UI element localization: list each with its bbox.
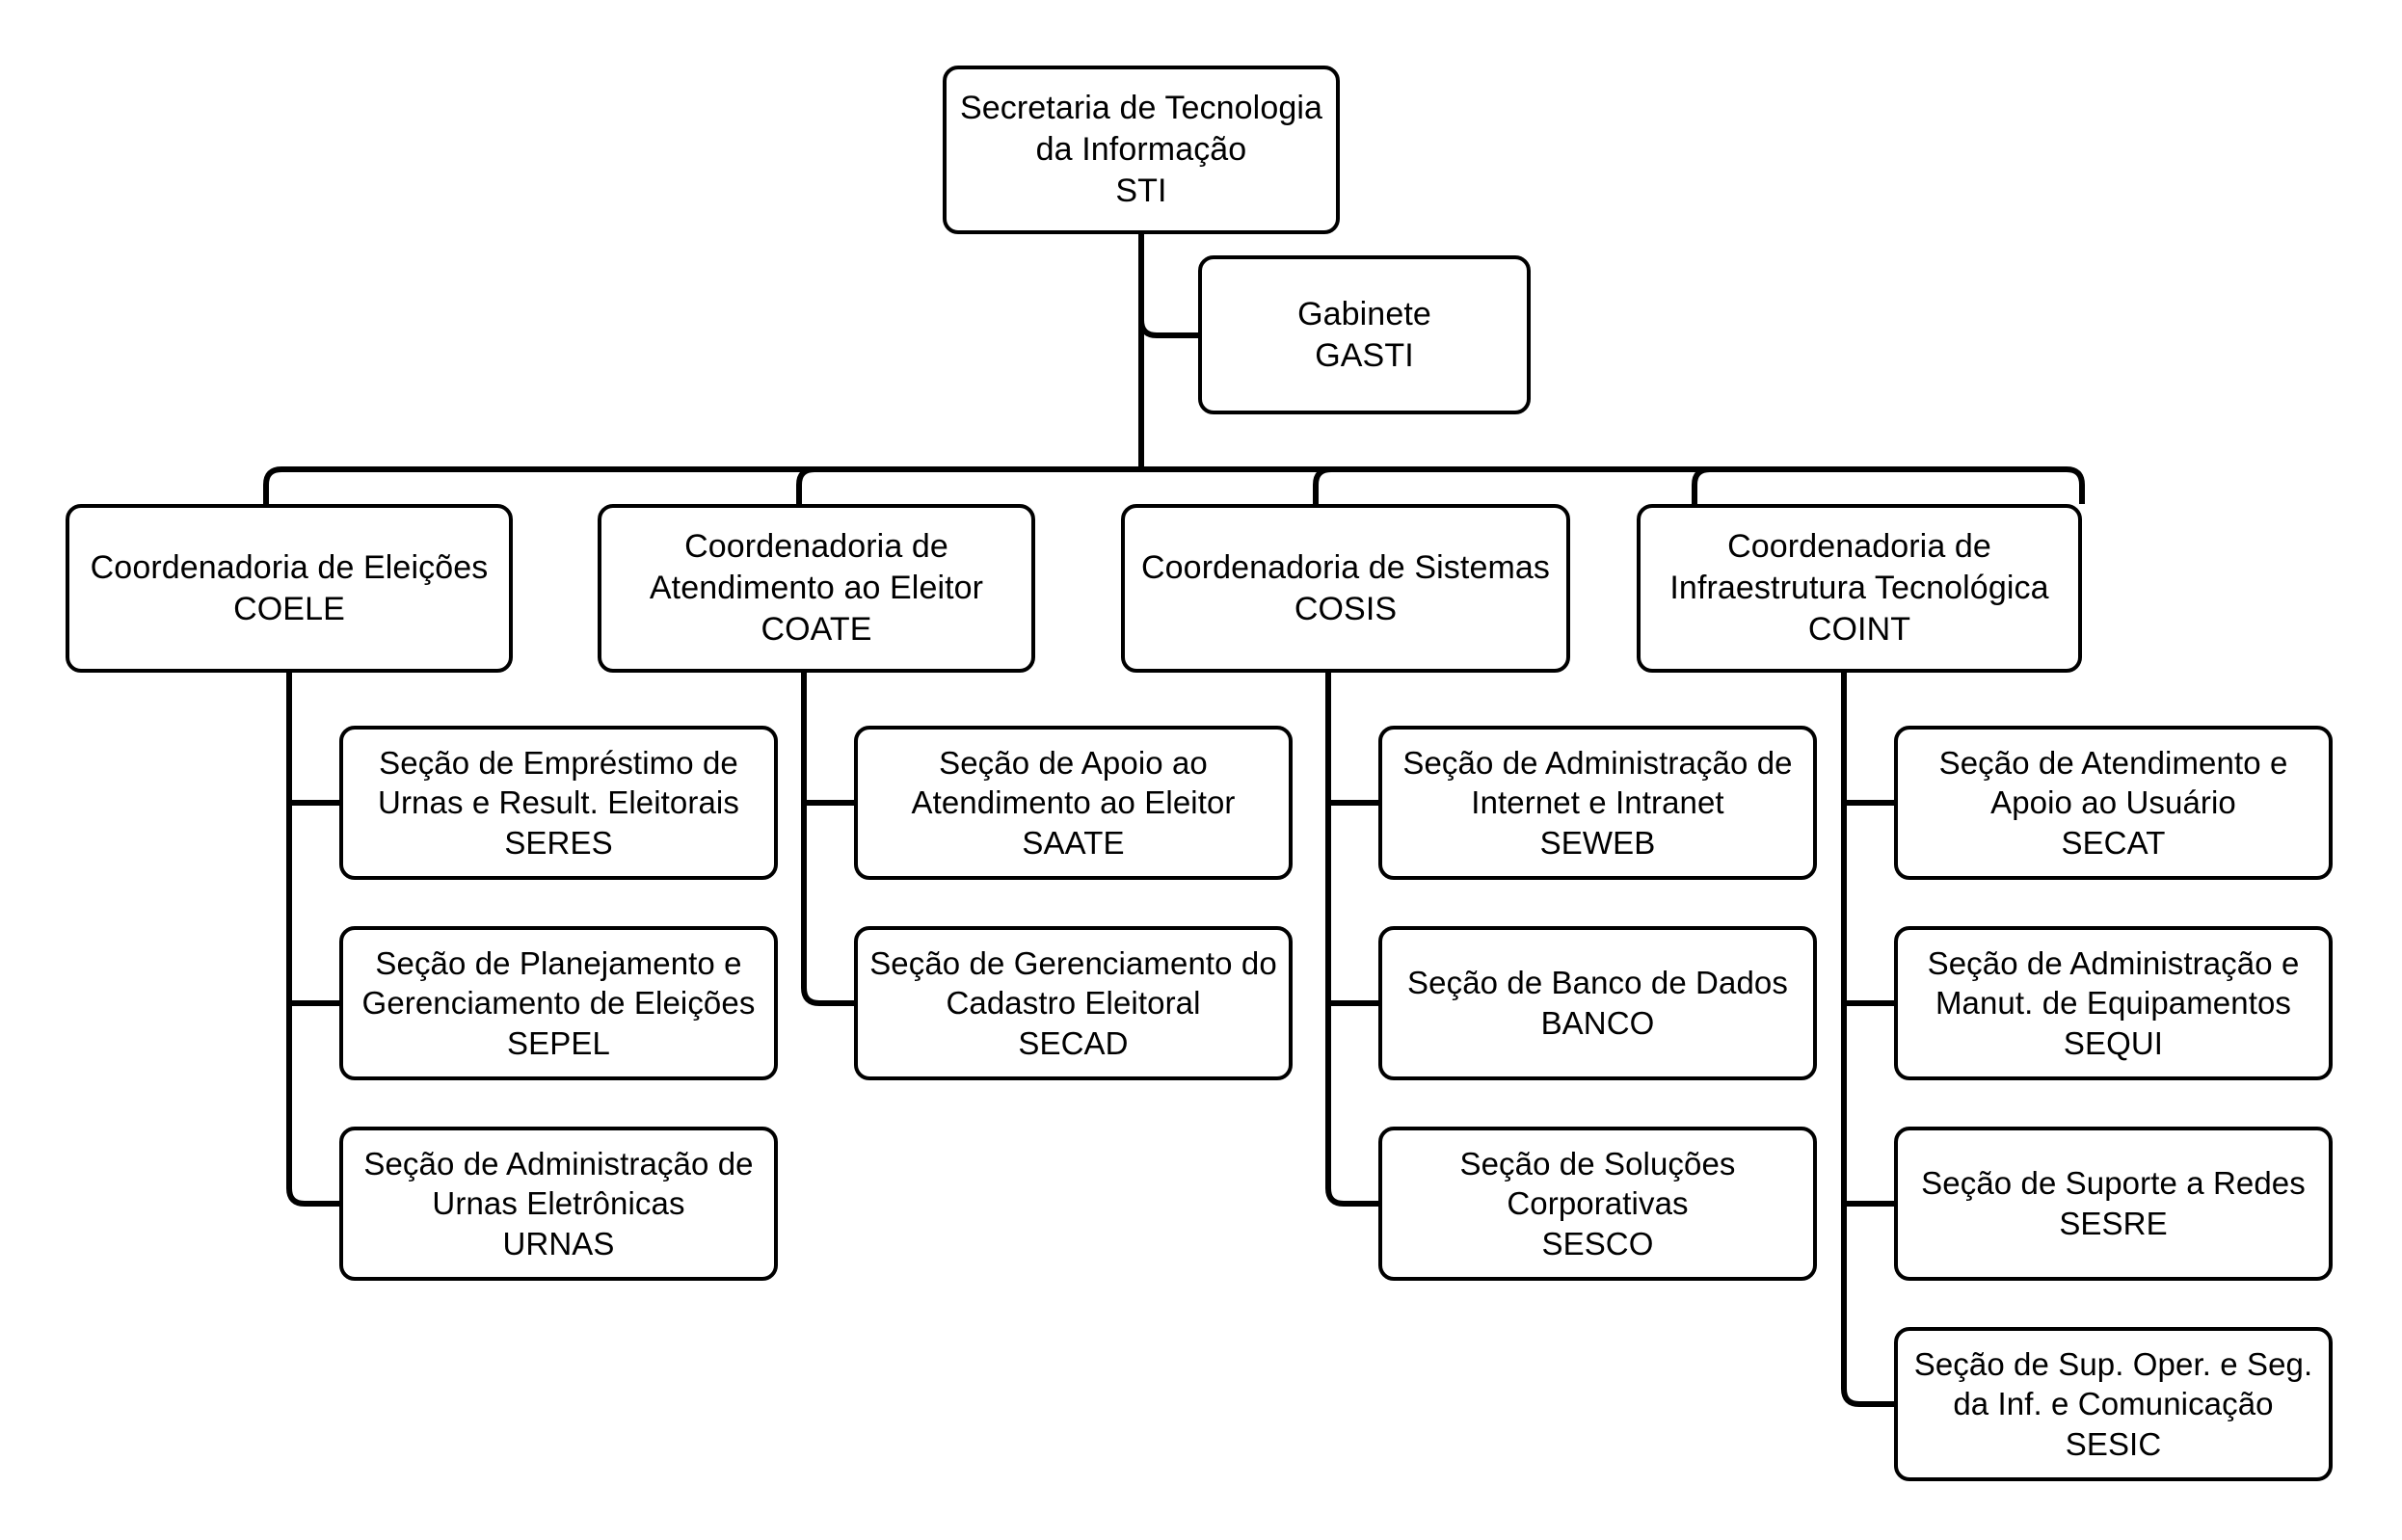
node-sesco[interactable]: Seção de Soluções Corporativas SESCO bbox=[1378, 1127, 1817, 1281]
node-sesre[interactable]: Seção de Suporte a Redes SESRE bbox=[1894, 1127, 2333, 1281]
node-sequi[interactable]: Seção de Administração e Manut. de Equip… bbox=[1894, 926, 2333, 1080]
node-gasti[interactable]: Gabinete GASTI bbox=[1198, 255, 1531, 414]
node-coele-label: Coordenadoria de Eleições COELE bbox=[90, 548, 489, 627]
node-sequi-label: Seção de Administração e Manut. de Equip… bbox=[1927, 944, 2300, 1061]
edge-coele-urnas bbox=[286, 1187, 339, 1207]
edge-coate-secad bbox=[801, 987, 854, 1006]
node-coate-label: Coordenadoria de Atendimento ao Eleitor … bbox=[649, 528, 984, 648]
node-sesic-label: Seção de Sup. Oper. e Seg. da Inf. e Com… bbox=[1913, 1345, 2313, 1462]
node-saate[interactable]: Seção de Apoio ao Atendimento ao Eleitor… bbox=[854, 726, 1293, 880]
node-banco[interactable]: Seção de Banco de Dados BANCO bbox=[1378, 926, 1817, 1080]
edge-sti-coele bbox=[263, 466, 282, 504]
edge-cosis-sesco bbox=[1325, 1187, 1378, 1207]
edge-coint-drop bbox=[1692, 466, 1711, 504]
node-seweb[interactable]: Seção de Administração de Internet e Int… bbox=[1378, 726, 1817, 880]
node-coele[interactable]: Coordenadoria de Eleições COELE bbox=[66, 504, 513, 673]
node-sesic[interactable]: Seção de Sup. Oper. e Seg. da Inf. e Com… bbox=[1894, 1327, 2333, 1481]
node-sepel-label: Seção de Planejamento e Gerenciamento de… bbox=[361, 944, 756, 1061]
node-sesco-label: Seção de Soluções Corporativas SESCO bbox=[1459, 1145, 1736, 1261]
node-secat-label: Seção de Atendimento e Apoio ao Usuário … bbox=[1938, 744, 2288, 861]
node-urnas[interactable]: Seção de Administração de Urnas Eletrôni… bbox=[339, 1127, 778, 1281]
node-cosis[interactable]: Coordenadoria de Sistemas COSIS bbox=[1121, 504, 1570, 673]
node-cosis-label: Coordenadoria de Sistemas COSIS bbox=[1141, 548, 1550, 627]
edge-sti-coint bbox=[2066, 466, 2085, 504]
node-seres-label: Seção de Empréstimo de Urnas e Result. E… bbox=[378, 744, 739, 861]
node-coint[interactable]: Coordenadoria de Infraestrutura Tecnológ… bbox=[1637, 504, 2082, 673]
node-seres[interactable]: Seção de Empréstimo de Urnas e Result. E… bbox=[339, 726, 778, 880]
edge-coint-sesic bbox=[1841, 1388, 1894, 1407]
node-secad-label: Seção de Gerenciamento do Cadastro Eleit… bbox=[869, 944, 1277, 1061]
node-saate-label: Seção de Apoio ao Atendimento ao Eleitor… bbox=[911, 744, 1236, 861]
node-sti-label: Secretaria de Tecnologia da Informação S… bbox=[959, 90, 1323, 209]
node-sepel[interactable]: Seção de Planejamento e Gerenciamento de… bbox=[339, 926, 778, 1080]
node-sesre-label: Seção de Suporte a Redes SESRE bbox=[1921, 1165, 2306, 1241]
node-coate[interactable]: Coordenadoria de Atendimento ao Eleitor … bbox=[598, 504, 1035, 673]
node-secad[interactable]: Seção de Gerenciamento do Cadastro Eleit… bbox=[854, 926, 1293, 1080]
edge-sti-cosis bbox=[1313, 466, 1332, 504]
edge-sti-coate bbox=[796, 466, 815, 504]
node-seweb-label: Seção de Administração de Internet e Int… bbox=[1402, 744, 1793, 861]
node-coint-label: Coordenadoria de Infraestrutura Tecnológ… bbox=[1669, 528, 2049, 648]
node-gasti-label: Gabinete GASTI bbox=[1297, 295, 1431, 374]
node-banco-label: Seção de Banco de Dados BANCO bbox=[1407, 965, 1788, 1041]
node-urnas-label: Seção de Administração de Urnas Eletrôni… bbox=[363, 1145, 754, 1261]
node-sti[interactable]: Secretaria de Tecnologia da Informação S… bbox=[943, 66, 1340, 234]
edge-sti-gasti bbox=[1138, 319, 1198, 338]
node-secat[interactable]: Seção de Atendimento e Apoio ao Usuário … bbox=[1894, 726, 2333, 880]
